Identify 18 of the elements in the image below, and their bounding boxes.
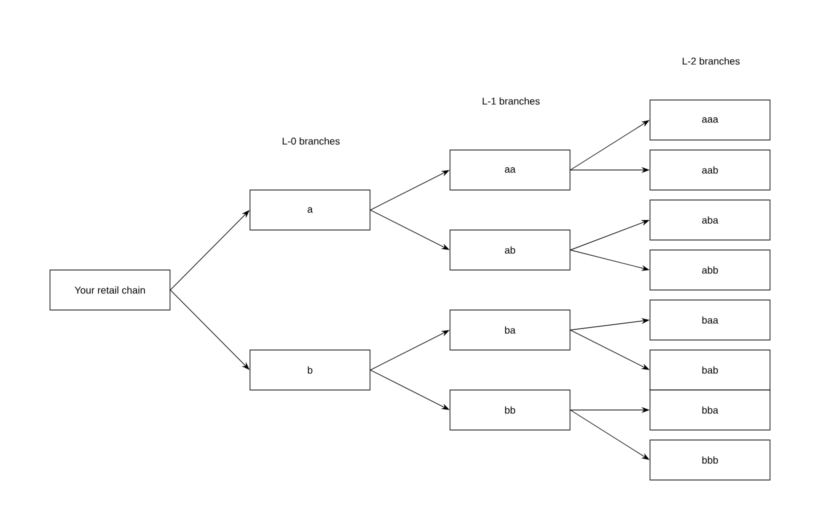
branch-box: aaa [650, 100, 770, 140]
branch-box: bb [450, 390, 570, 430]
branch-box: bab [650, 350, 770, 390]
branch-box: aa [450, 150, 570, 190]
branch-box: baa [650, 300, 770, 340]
branch-box: b [250, 350, 370, 390]
level-heading: L-2 branches [682, 57, 740, 65]
branch-box: ab [450, 230, 570, 270]
branch-box: bbb [650, 440, 770, 480]
level-heading: L-1 branches [482, 97, 540, 105]
branch-box: a [250, 190, 370, 230]
branch-box: ba [450, 310, 570, 350]
branch-box: aab [650, 150, 770, 190]
level-heading: L-0 branches [282, 137, 340, 145]
branch-box: bba [650, 390, 770, 430]
branch-box: Your retail chain [50, 270, 170, 310]
branch-box: abb [650, 250, 770, 290]
branch-box: aba [650, 200, 770, 240]
